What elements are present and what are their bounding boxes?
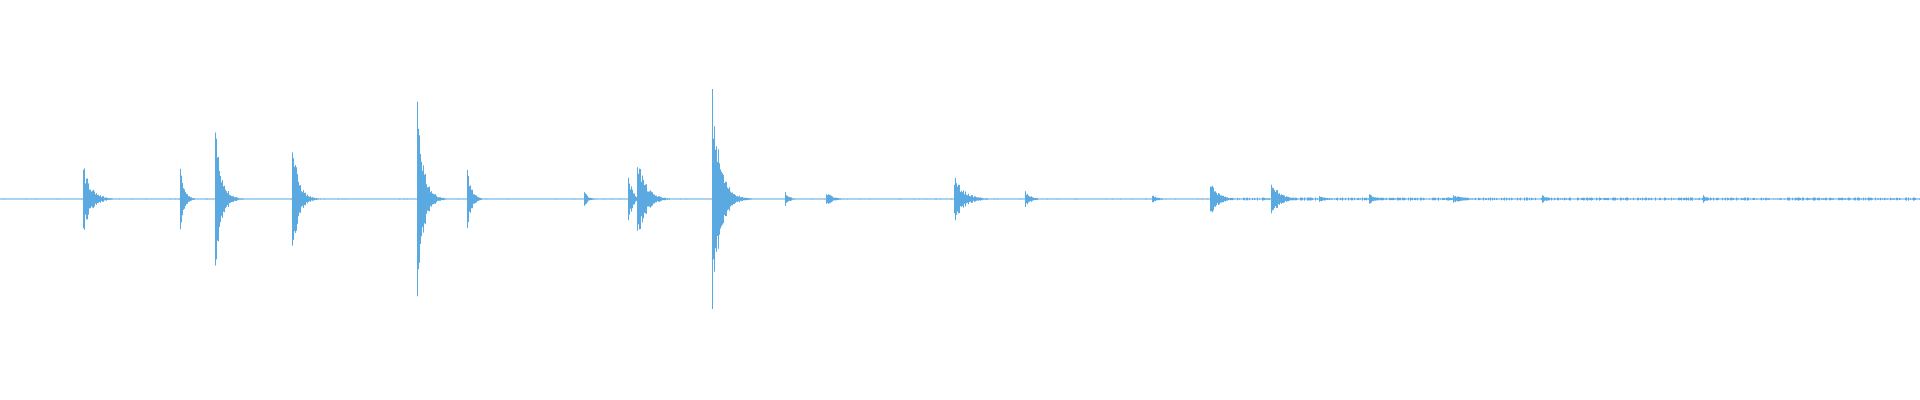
waveform-trace — [0, 89, 1920, 309]
